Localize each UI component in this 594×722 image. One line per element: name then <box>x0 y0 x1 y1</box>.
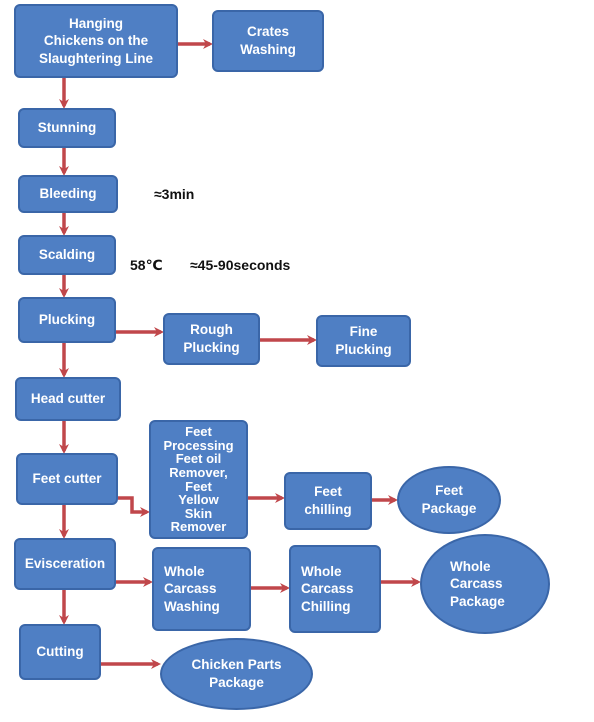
node-crates-washing: Crates Washing <box>212 10 324 72</box>
node-evisceration: Evisceration <box>14 538 116 590</box>
node-fine-plucking: Fine Plucking <box>316 315 411 367</box>
node-bleeding: Bleeding <box>18 175 118 213</box>
node-whole-carcass-washing: Whole Carcass Washing <box>152 547 251 631</box>
node-feet-cutter: Feet cutter <box>16 453 118 505</box>
annotation-scalding-temperature: 58℃ <box>130 257 163 273</box>
annotation-scalding-time: ≈45-90seconds <box>190 257 291 273</box>
node-scalding: Scalding <box>18 235 116 275</box>
node-stunning: Stunning <box>18 108 116 148</box>
node-whole-carcass-package: Whole Carcass Package <box>420 534 550 634</box>
node-feet-chilling: Feet chilling <box>284 472 372 530</box>
node-plucking: Plucking <box>18 297 116 343</box>
node-hanging-chickens: Hanging Chickens on the Slaughtering Lin… <box>14 4 178 78</box>
node-feet-processing: Feet Processing Feet oil Remover, Feet Y… <box>149 420 248 539</box>
arrow-feet-cutter-to-processing <box>118 496 150 517</box>
node-whole-carcass-chilling: Whole Carcass Chilling <box>289 545 381 633</box>
node-feet-package: Feet Package <box>397 466 501 534</box>
node-chicken-parts-package: Chicken Parts Package <box>160 638 313 710</box>
node-cutting: Cutting <box>19 624 101 680</box>
node-head-cutter: Head cutter <box>15 377 121 421</box>
node-rough-plucking: Rough Plucking <box>163 313 260 365</box>
annotation-bleeding-time: ≈3min <box>154 186 195 202</box>
